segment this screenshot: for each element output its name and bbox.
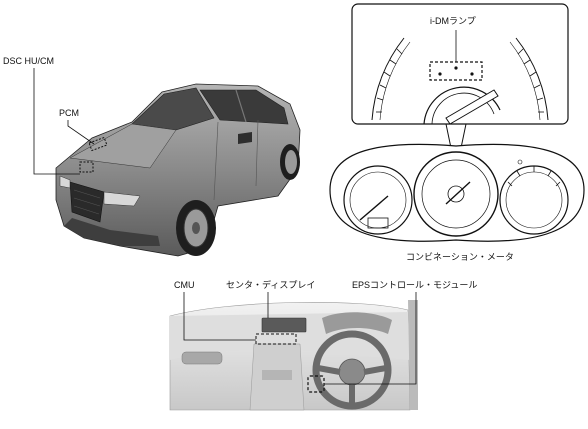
idm-lamp-label: i-DMランプ bbox=[430, 16, 476, 26]
eps-leader-line bbox=[324, 292, 417, 385]
cmu-leader-line bbox=[183, 292, 256, 341]
steering-wheel bbox=[312, 330, 392, 410]
combination-meter bbox=[329, 143, 585, 242]
car-body bbox=[55, 83, 301, 257]
eps-control-module-label: EPSコントロール・モジュール bbox=[352, 280, 478, 290]
dashboard-illustration bbox=[169, 300, 418, 411]
pcm-leader-line bbox=[67, 120, 95, 145]
car-illustration bbox=[55, 83, 301, 257]
pcm-label: PCM bbox=[59, 108, 79, 118]
center-display-label: センタ・ディスプレイ bbox=[226, 280, 316, 290]
cmu-location-marker bbox=[255, 333, 297, 345]
dsc-leader-line bbox=[33, 68, 80, 175]
pcm-location-marker bbox=[88, 136, 108, 152]
car-side-windows bbox=[199, 89, 289, 125]
idm-zoom-box bbox=[351, 3, 569, 125]
car-hood bbox=[69, 123, 177, 169]
cmu-label: CMU bbox=[174, 280, 195, 290]
dsc-location-marker bbox=[79, 161, 94, 173]
dsc-hu-cm-label: DSC HU/CM bbox=[3, 56, 54, 66]
center-display-shape bbox=[261, 317, 307, 333]
combination-meter-label: コンビネーション・メータ bbox=[406, 252, 514, 262]
